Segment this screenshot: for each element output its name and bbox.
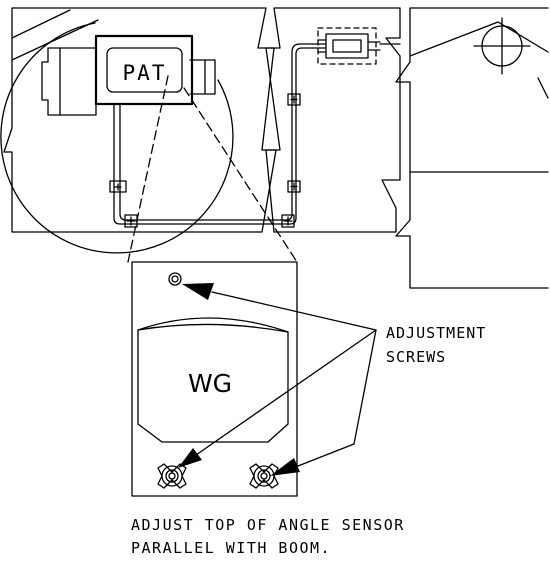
cable-clamp bbox=[281, 214, 295, 228]
arrow-head bbox=[270, 458, 300, 476]
angle-sensor-detail: WG bbox=[131, 261, 298, 497]
instruction-note-line2: PARALLEL WITH BOOM. bbox=[131, 539, 331, 557]
sensor-box bbox=[317, 27, 377, 65]
pat-label: PAT bbox=[123, 61, 167, 85]
sensor-cable bbox=[113, 103, 263, 225]
cable-clamp bbox=[287, 93, 301, 106]
adjustment-screws-label-line2: SCREWS bbox=[386, 348, 446, 366]
cable-clamp bbox=[124, 214, 138, 228]
left-panel: PAT bbox=[0, 7, 277, 254]
leader-lines bbox=[178, 283, 377, 476]
middle-panel bbox=[261, 7, 401, 233]
cable-clamp bbox=[287, 180, 301, 193]
arrow-head bbox=[182, 283, 214, 300]
reel-mount bbox=[41, 47, 97, 116]
pat-unit-outer bbox=[94, 34, 194, 106]
sensor-plate bbox=[131, 261, 298, 497]
arrow-head bbox=[178, 448, 202, 468]
pat-unit-label-box bbox=[106, 47, 183, 93]
cable-clamp bbox=[109, 180, 127, 193]
sensor-body bbox=[325, 33, 369, 59]
projection-line bbox=[183, 87, 298, 263]
instruction-note-line1: ADJUST TOP OF ANGLE SENSOR bbox=[131, 516, 405, 534]
adjustment-screw bbox=[157, 463, 187, 489]
right-panel bbox=[395, 7, 549, 289]
adjustment-screw bbox=[168, 272, 182, 286]
adjustment-screws-label-line1: ADJUSTMENT bbox=[386, 324, 486, 342]
projection-line bbox=[127, 75, 169, 263]
wg-label: WG bbox=[188, 369, 232, 398]
adjustment-screw bbox=[249, 463, 279, 489]
sensor-housing bbox=[137, 317, 289, 443]
cable-reel-outline bbox=[0, 22, 234, 254]
